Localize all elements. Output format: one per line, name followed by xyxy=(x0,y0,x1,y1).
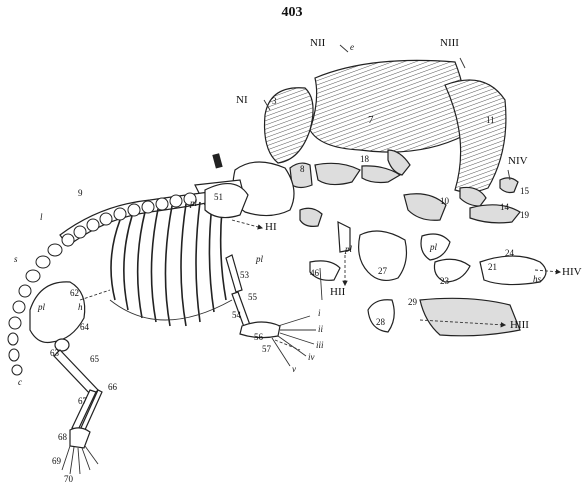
label-h3: HIII xyxy=(510,319,529,331)
label-n29: 29 xyxy=(408,297,418,307)
label-n9: 9 xyxy=(78,188,83,198)
label-pl3: pl xyxy=(37,302,46,312)
label-n19: 19 xyxy=(520,210,530,220)
label-n27: 27 xyxy=(378,266,388,276)
label-h4: HIV xyxy=(562,266,582,278)
label-n64: 64 xyxy=(80,322,90,332)
label-v: v xyxy=(292,364,296,374)
label-hs: hs xyxy=(533,274,542,284)
label-n11: 11 xyxy=(486,115,495,125)
label-n2: NII xyxy=(310,37,326,49)
label-h2: HII xyxy=(330,286,346,298)
skull-fragments xyxy=(290,150,546,336)
label-h: h xyxy=(78,302,83,312)
scapula xyxy=(205,184,248,218)
label-n55: 55 xyxy=(248,292,258,302)
label-n66: 66 xyxy=(108,382,118,392)
label-n1: NI xyxy=(236,94,248,106)
label-n53: 53 xyxy=(240,270,250,280)
page-number: 403 xyxy=(282,5,303,20)
label-iv: iv xyxy=(308,352,315,362)
label-n7: 7 xyxy=(368,114,374,126)
label-n24: 24 xyxy=(505,248,515,258)
label-ii: ii xyxy=(318,324,324,334)
label-n8: 8 xyxy=(300,164,305,174)
label-c: c xyxy=(18,377,22,387)
label-n68: 68 xyxy=(58,432,68,442)
label-n14: 14 xyxy=(500,202,510,212)
label-n10: 10 xyxy=(440,196,450,206)
label-iii: iii xyxy=(316,340,324,350)
label-n69: 69 xyxy=(52,456,62,466)
label-e: e xyxy=(350,42,354,52)
label-pl: pl xyxy=(189,198,198,208)
label-n18: 18 xyxy=(360,154,370,164)
label-n54: 54 xyxy=(232,310,242,320)
label-pl4: pl xyxy=(429,242,438,252)
label-n46: 46 xyxy=(310,268,320,278)
label-l: l xyxy=(40,212,43,222)
label-pl2: pl xyxy=(255,254,264,264)
label-n65: 65 xyxy=(90,354,100,364)
label-n63: 63 xyxy=(50,348,60,358)
rib-cage xyxy=(110,202,232,326)
label-n57: 57 xyxy=(262,344,272,354)
label-n28: 28 xyxy=(376,317,386,327)
label-h1: HI xyxy=(265,221,277,233)
label-n3b: 3 xyxy=(272,96,277,106)
label-pl5: pl xyxy=(344,244,353,254)
label-n15: 15 xyxy=(520,186,530,196)
label-n56: 56 xyxy=(254,332,264,342)
label-n67: 67 xyxy=(78,396,88,406)
label-n62: 62 xyxy=(70,288,79,298)
label-n70: 70 xyxy=(64,474,74,484)
label-n51: 51 xyxy=(214,192,223,202)
label-s: s xyxy=(14,254,18,264)
label-n4: NIV xyxy=(508,155,528,167)
plate-7 xyxy=(310,60,466,152)
label-i: i xyxy=(318,308,321,318)
label-n3: NIII xyxy=(440,37,459,49)
label-n23: 23 xyxy=(440,276,450,286)
label-n21: 21 xyxy=(488,262,497,272)
